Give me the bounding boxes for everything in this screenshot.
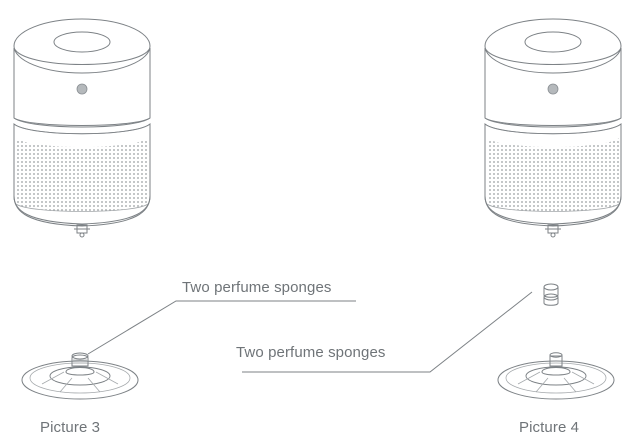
- perfume-sponges-icon: [543, 283, 559, 306]
- sponge-base-right: [497, 352, 615, 400]
- sponge-base-left: [21, 352, 139, 400]
- indicator-light-left: [76, 83, 88, 95]
- speaker-grille-right: [487, 138, 619, 212]
- speaker-grille-left: [16, 138, 148, 212]
- leader-line-right: [242, 291, 533, 373]
- picture-3-caption: Picture 3: [40, 419, 100, 436]
- sponges-label-right: Two perfume sponges: [236, 344, 385, 361]
- bottom-clip-left: [74, 224, 90, 238]
- air-purifier-right: [484, 18, 622, 238]
- top-vent-left: [13, 18, 151, 74]
- top-vent-right: [484, 18, 622, 74]
- top-opening-left: [53, 31, 111, 53]
- top-opening-right: [524, 31, 582, 53]
- leader-line-left: [87, 300, 356, 355]
- sponges-label-left: Two perfume sponges: [182, 279, 331, 296]
- air-purifier-left: [13, 18, 151, 238]
- picture-4-caption: Picture 4: [519, 419, 579, 436]
- indicator-light-right: [547, 83, 559, 95]
- bottom-clip-right: [545, 224, 561, 238]
